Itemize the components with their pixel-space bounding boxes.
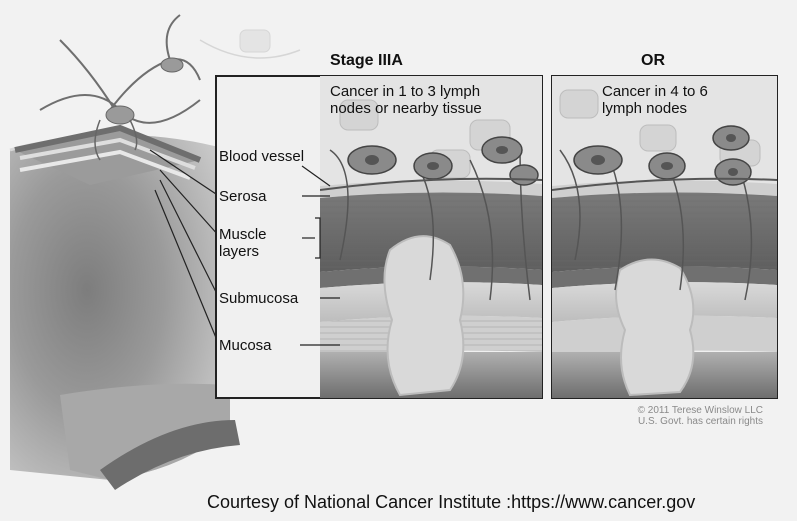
label-muscle-line2: layers [219,243,267,260]
label-serosa: Serosa [219,188,267,205]
panel-4-to-6-nodes [552,76,777,398]
label-submucosa: Submucosa [219,290,298,307]
panel-b-caption: Cancer in 4 to 6 lymph nodes [602,83,708,117]
panel-b-caption-line1: Cancer in 4 to 6 [602,83,708,100]
source-credit: Courtesy of National Cancer Institute :h… [207,492,695,513]
copyright-line2: U.S. Govt. has certain rights [638,416,763,427]
label-muscle-layers: Muscle layers [219,226,267,260]
copyright-notice: © 2011 Terese Winslow LLC U.S. Govt. has… [638,405,763,427]
colon-tube [10,15,240,490]
label-blood-vessel: Blood vessel [219,148,304,165]
panel-a-title: Stage IIIA [330,52,403,70]
panel-a-caption-line1: Cancer in 1 to 3 lymph [330,83,482,100]
panel-b-title: OR [641,52,665,70]
copyright-line1: © 2011 Terese Winslow LLC [638,405,763,416]
label-mucosa: Mucosa [219,337,272,354]
panel-a-caption-line2: nodes or nearby tissue [330,100,482,117]
panel-a-caption: Cancer in 1 to 3 lymph nodes or nearby t… [330,83,482,117]
panel-b-caption-line2: lymph nodes [602,100,708,117]
label-muscle-line1: Muscle [219,226,267,243]
